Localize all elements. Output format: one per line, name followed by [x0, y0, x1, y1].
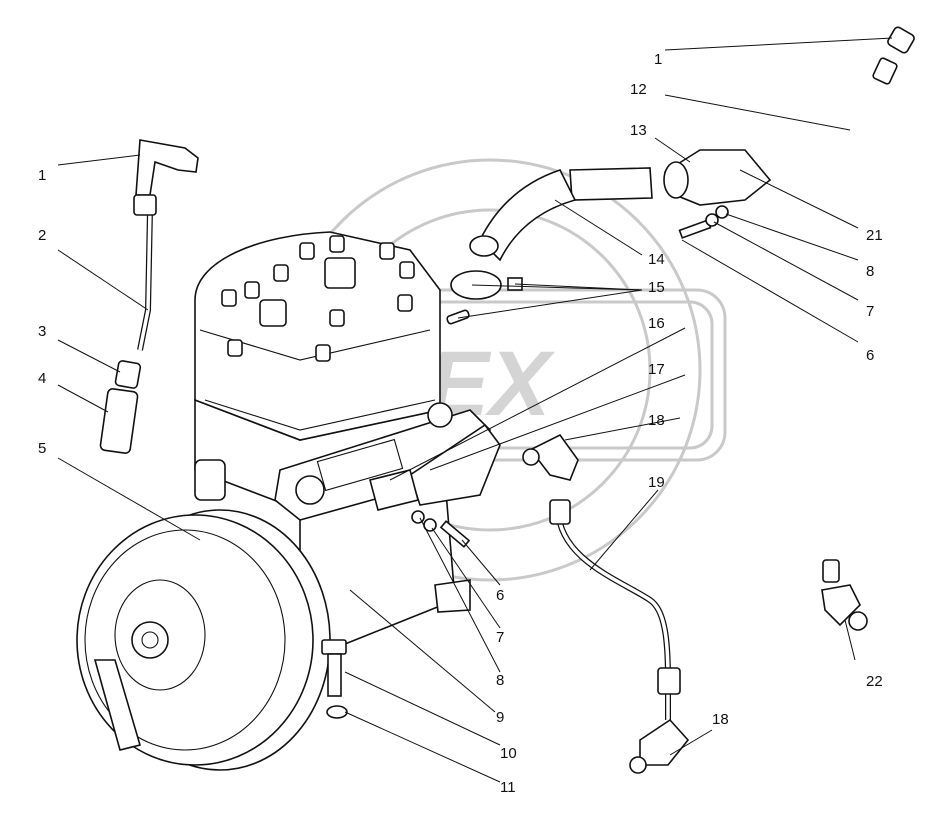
callout-16: 16 — [648, 315, 665, 332]
callout-2: 2 — [38, 227, 46, 244]
gasket-16 — [369, 469, 419, 511]
callout-8-upper: 8 — [866, 263, 874, 280]
washer-8-upper — [715, 205, 729, 219]
nut-19-bottom — [657, 667, 681, 695]
callout-22: 22 — [866, 673, 883, 690]
callout-11: 11 — [500, 779, 516, 796]
callout-18-upper: 18 — [648, 412, 665, 429]
nut-2 — [133, 194, 157, 216]
callout-13: 13 — [630, 122, 647, 139]
belt-lower — [93, 659, 142, 751]
callout-17: 17 — [648, 361, 665, 378]
callout-19: 19 — [648, 474, 665, 491]
callout-1-right: 1 — [654, 51, 662, 68]
callout-5: 5 — [38, 440, 46, 457]
fitting-1-top — [887, 26, 915, 54]
callout-10: 10 — [500, 745, 517, 762]
washer-11 — [326, 705, 348, 719]
elbow-18-upper — [528, 433, 579, 481]
callout-8-lower: 8 — [496, 672, 504, 689]
callout-18-lower: 18 — [712, 711, 729, 728]
nut-22 — [822, 559, 840, 583]
hose-4 — [99, 388, 139, 454]
pipe-12-assembly — [765, 26, 915, 631]
hose-assembly — [446, 149, 772, 325]
callout-3: 3 — [38, 323, 46, 340]
pulley-assembly — [76, 509, 331, 771]
nut-12 — [872, 57, 898, 85]
bolt-10-shank — [327, 653, 342, 697]
callout-labels: 1 2 3 4 5 1 12 13 21 8 7 6 14 15 16 17 1… — [38, 51, 883, 796]
head-bolts — [221, 235, 415, 362]
callout-15: 15 — [648, 279, 665, 296]
callout-21: 21 — [866, 227, 883, 244]
callout-7-upper: 7 — [866, 303, 874, 320]
pulley-outer — [76, 514, 314, 766]
pulley-hub — [131, 621, 169, 659]
elbow-22 — [821, 584, 861, 627]
nut-19-top — [549, 499, 571, 525]
callout-6-lower: 6 — [496, 587, 504, 604]
hose-3 — [114, 360, 142, 389]
hose-14-upper — [569, 167, 653, 201]
pipe-19-assembly — [522, 433, 690, 774]
callout-9: 9 — [496, 709, 504, 726]
mounting-foot — [434, 579, 471, 613]
callout-12: 12 — [630, 81, 647, 98]
callout-14: 14 — [648, 251, 665, 268]
clamp-15-screw — [446, 309, 470, 325]
callout-6-upper: 6 — [866, 347, 874, 364]
fitting-1-left — [135, 139, 199, 196]
washer-7-upper — [705, 213, 719, 227]
elbow-18-lower — [639, 718, 690, 766]
pipe-2-assembly — [99, 139, 199, 454]
callout-7-lower: 7 — [496, 629, 504, 646]
callout-1-left: 1 — [38, 167, 46, 184]
leader-lines — [57, 37, 893, 783]
hose-14-lower — [479, 169, 577, 262]
callout-4: 4 — [38, 370, 46, 387]
bolt-10-head — [321, 639, 347, 655]
